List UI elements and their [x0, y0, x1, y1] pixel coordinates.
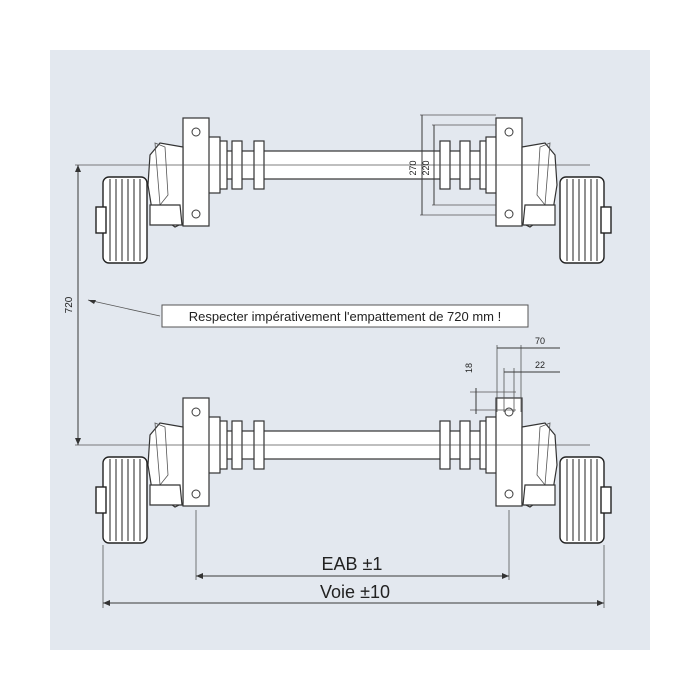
flange-width-dimensions: 70 22 18 [464, 336, 560, 414]
flange-width-outer: 70 [535, 336, 545, 346]
flange-height-outer: 270 [408, 160, 418, 175]
track-dimension: Voie ±10 [102, 545, 605, 608]
eab-label: EAB ±1 [322, 554, 383, 574]
wheelbase-note: Respecter impérativement l'empattement d… [161, 304, 529, 328]
eab-dimension: EAB ±1 [195, 510, 510, 580]
wheelbase-note-text: Respecter impérativement l'empattement d… [189, 309, 501, 324]
flange-height-dimensions: 270 220 [408, 114, 496, 216]
track-label: Voie ±10 [320, 582, 390, 602]
bottom-axle [95, 397, 612, 544]
top-axle [95, 117, 612, 264]
flange-width-inner: 22 [535, 360, 545, 370]
bolt-offset: 18 [464, 363, 474, 373]
wheelbase-value: 720 [64, 296, 75, 313]
flange-height-inner: 220 [421, 160, 431, 175]
wheelbase-dimension: 720 [64, 165, 161, 445]
